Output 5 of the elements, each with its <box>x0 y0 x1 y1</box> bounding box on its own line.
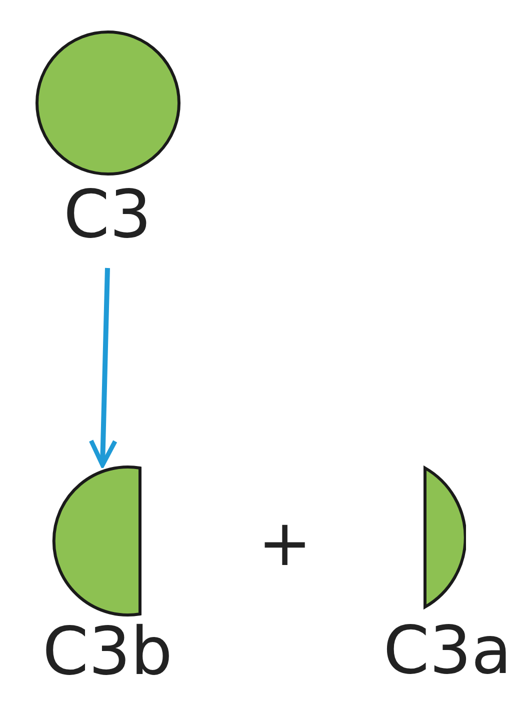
arrow <box>88 268 118 468</box>
node-label: C3 <box>63 182 152 248</box>
node-label: C3a <box>383 618 512 684</box>
node-label: C3b <box>42 619 172 685</box>
plus-sign: + <box>258 512 312 576</box>
